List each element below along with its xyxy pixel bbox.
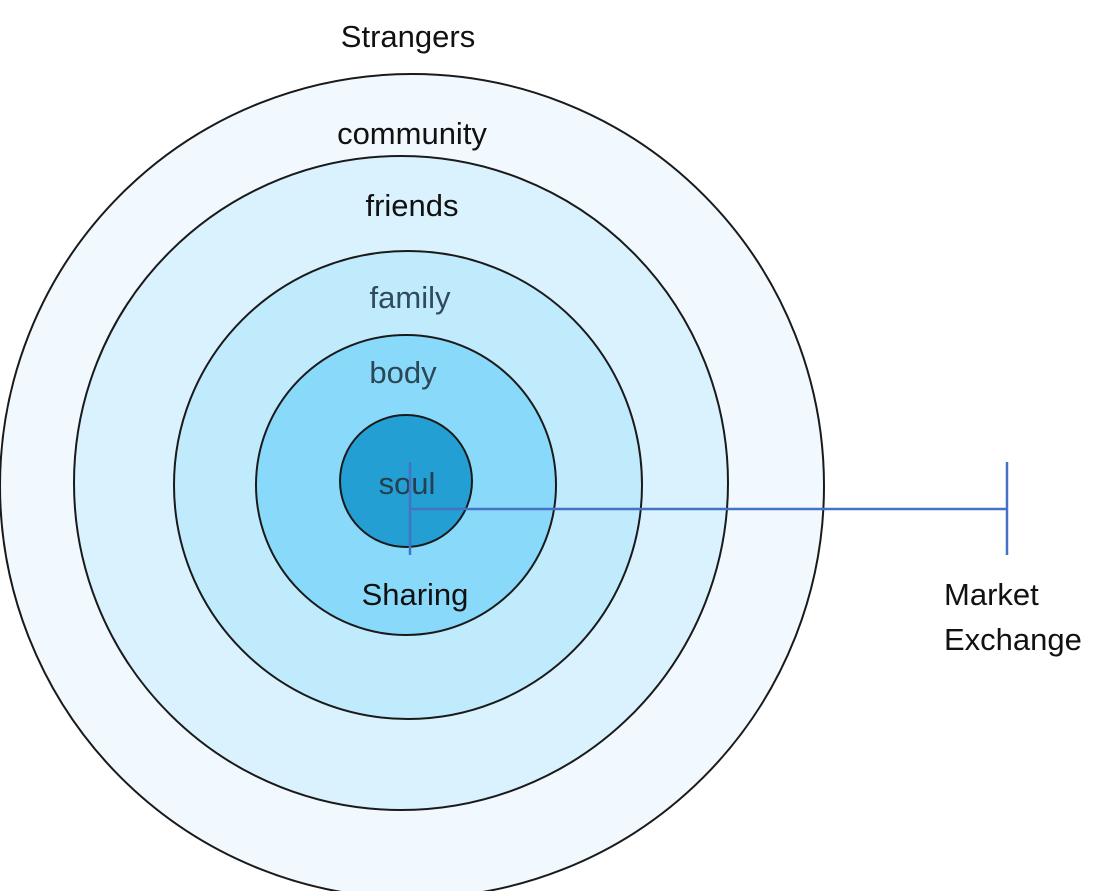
ring-label-body: body — [369, 355, 437, 390]
ring-label-community: community — [337, 116, 487, 151]
ring-label-soul: soul — [379, 466, 436, 501]
exchange-label: Exchange — [944, 622, 1082, 657]
ring-label-friends: friends — [365, 188, 458, 223]
strangers-label: Strangers — [341, 19, 475, 54]
ring-label-family: family — [370, 280, 451, 315]
rings-group — [0, 73, 825, 891]
market-label: Market — [944, 577, 1039, 612]
ring-soul — [339, 414, 473, 548]
sharing-to-market-scale — [408, 462, 1009, 555]
sharing-label: Sharing — [362, 577, 469, 612]
